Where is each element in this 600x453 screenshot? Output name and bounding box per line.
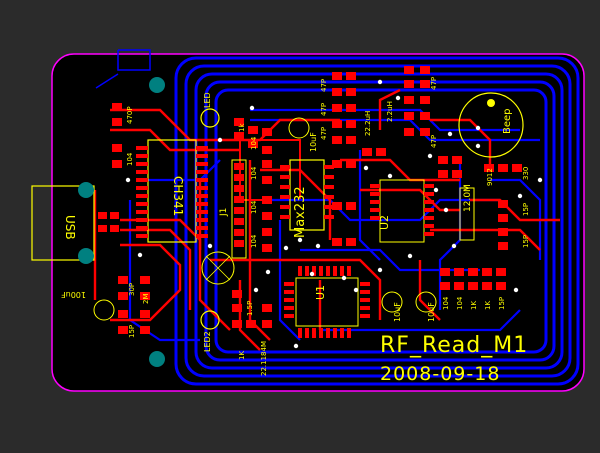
electrolytic-caps <box>93 117 437 321</box>
c470p-label: 470P <box>126 106 134 124</box>
l22-label: 22.2uH <box>364 111 372 136</box>
c1k-b-label: 1K <box>470 301 478 310</box>
c104-c-label: 104 <box>250 166 258 180</box>
u1-label: U1 <box>314 285 327 300</box>
c10uf-b-label: 10uF <box>393 302 402 322</box>
c15p-b-label: 15P <box>522 203 530 216</box>
j1-label: J1 <box>219 208 229 217</box>
c15p-c-label: 15P <box>522 235 530 248</box>
c1k-a-label: 1K <box>238 351 246 360</box>
max232-label: Max232 <box>293 186 308 238</box>
led2-label: LED2 <box>203 331 212 352</box>
j1-header <box>231 159 247 259</box>
c15p-a-label: 15P <box>128 325 136 338</box>
u1-qfp-chip <box>284 266 370 338</box>
c104-g-label: 104 <box>456 296 464 310</box>
smd-pads <box>112 66 522 334</box>
board-title: RF_Read_M1 <box>380 333 528 358</box>
crystal-round <box>201 251 235 285</box>
c10uf-a-label: 10uF <box>309 132 318 152</box>
mount-hole <box>149 351 165 367</box>
c9012-label: 9012 <box>486 168 494 186</box>
c47p-b-label: 47P <box>320 103 328 116</box>
xtal-label: 12.0M <box>463 184 473 212</box>
mount-hole <box>149 77 165 93</box>
mhz-label: 22.1184M <box>260 341 268 376</box>
usb-label: USB <box>63 215 77 240</box>
c104-d-label: 104 <box>250 200 258 214</box>
u2-label: U2 <box>378 215 391 230</box>
c104-a-label: 104 <box>126 152 134 166</box>
c1k-c-label: 1K <box>484 301 492 310</box>
c47p-e-label: 47P <box>430 135 438 148</box>
c100uf-label: 100uF <box>61 290 86 299</box>
u2-chip <box>370 179 434 243</box>
c15p-d-label: 15P <box>498 297 506 310</box>
ch341-chip <box>136 139 208 243</box>
led1 <box>200 108 220 128</box>
max232-chip <box>280 159 334 231</box>
vias <box>125 79 543 349</box>
c104-f-label: 104 <box>442 296 450 310</box>
board-date: 2008-09-18 <box>380 363 500 385</box>
buzzer <box>458 92 524 158</box>
c2m-label: 2M <box>142 294 150 305</box>
c1-5p-label: 1.5P <box>246 301 254 316</box>
c47p-c-label: 47P <box>320 127 328 140</box>
c47p-a-label: 47P <box>320 79 328 92</box>
usb-connector <box>31 182 119 264</box>
ch341-label: CH341 <box>171 176 185 216</box>
c1k-e-label: 1k <box>238 123 246 132</box>
l22b-label: 2.2uH <box>386 101 394 122</box>
crystal-12m <box>459 187 475 241</box>
led2 <box>200 310 220 330</box>
c330-label: 330 <box>522 167 530 180</box>
led1-label: LED <box>203 92 212 108</box>
c47p-d-label: 47P <box>430 77 438 90</box>
c30p-label: 30P <box>128 283 136 296</box>
c10uf-c-label: 10uF <box>427 302 436 322</box>
beep-label: Beep <box>502 108 513 134</box>
c104-b-label: 104 <box>250 136 258 150</box>
c104-e-label: 104 <box>250 234 258 248</box>
